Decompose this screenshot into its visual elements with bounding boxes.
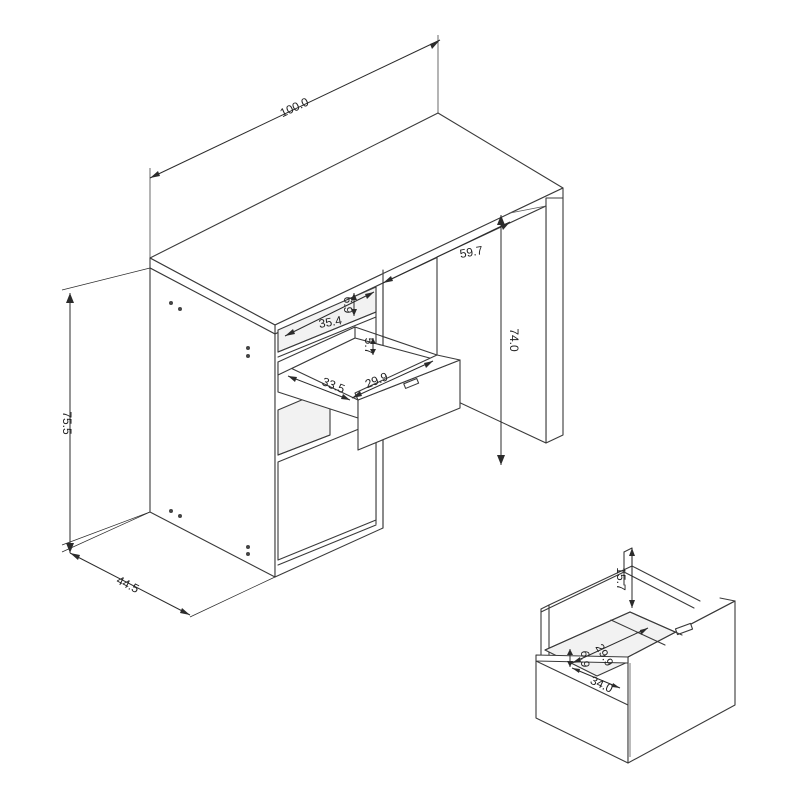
label-width-total: 100.0 (278, 95, 311, 121)
right-leg-outer (545, 197, 564, 444)
label-knee-width: 59.7 (459, 243, 485, 261)
label-knee-height: 74.0 (507, 328, 521, 352)
label-drawer-inner-height: 5.7 (362, 338, 376, 355)
detail-dimension-lines (567, 548, 649, 689)
label-height-total: 75.5 (60, 411, 74, 435)
detail-drawer-rim (535, 654, 629, 664)
label-detail-frame-height: 15.7 (614, 567, 628, 591)
label-shelf-width: 35.4 (318, 313, 344, 331)
label-depth-total: 44.5 (114, 573, 141, 596)
drawer-back (277, 326, 356, 376)
drawer-detail (535, 547, 736, 764)
drawer (277, 326, 461, 451)
right-leg-inner (436, 205, 547, 444)
drawer-front-top (354, 354, 461, 401)
label-shelf-gap: 6.9 (341, 297, 355, 314)
label-detail-side-gap: 6.9 (578, 651, 592, 668)
detail-drawer-side (535, 660, 629, 764)
drawer-handle (403, 377, 420, 389)
dimension-lines (61, 35, 511, 618)
desk-body (149, 112, 564, 578)
detail-drawer-handle (674, 622, 694, 636)
cabinet-door (277, 421, 377, 561)
screw-holes (169, 301, 250, 556)
